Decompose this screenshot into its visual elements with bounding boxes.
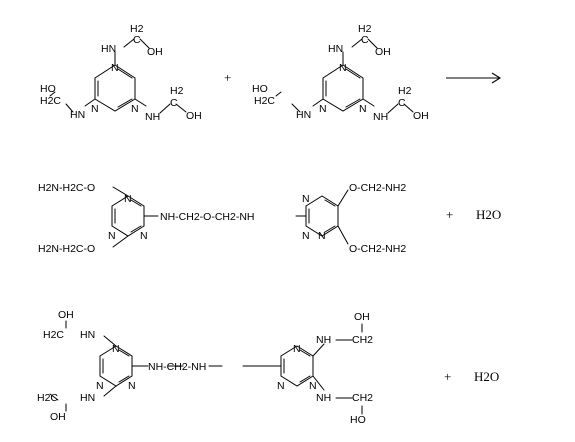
product-b-right-top-ch2: CH2 [352, 334, 373, 346]
reactant-1-hn-left: HN [70, 109, 85, 121]
reactant-1-nh-right: NH [145, 111, 160, 123]
reactant-1-ring-n-right: N [131, 103, 139, 115]
product-b-right-top-oh: OH [354, 311, 370, 323]
product-b-ring-n-1: N [112, 343, 120, 355]
product-b-right-top-nh: NH [316, 334, 331, 346]
reaction-arrow [446, 72, 502, 84]
product-b-molecule [49, 320, 363, 415]
product-b-bridge: NH-CH2-NH [148, 361, 206, 373]
reactant-2-oh-right: OH [413, 110, 429, 122]
product-b-left-bottom-h2c: H2C [37, 392, 58, 404]
reactant-1-ho-left: HO [40, 83, 56, 95]
product-b-left-top-oh: OH [58, 309, 74, 321]
reactant-2-oh-top: OH [375, 46, 391, 58]
product-b-right-bottom-nh: NH [316, 392, 331, 404]
reactant-2-h2-right: H2 [398, 85, 412, 97]
product-a-right-bottom-chain: O-CH2-NH2 [349, 243, 406, 255]
plus-sign-2: + [446, 207, 453, 222]
plus-sign-1: + [224, 70, 231, 85]
product-b-right-bottom-ch2: CH2 [352, 392, 373, 404]
product-b-ring-n-6: N [309, 380, 317, 392]
reactant-2-h2-top: H2 [358, 23, 372, 35]
plus-sign-3: + [444, 369, 451, 384]
reactant-1-c-right: C [170, 97, 178, 109]
reactant-2-c-right: C [398, 97, 406, 109]
product-a-ring-n-6: N [318, 230, 326, 242]
product-b-ring-n-2: N [96, 380, 104, 392]
product-a-ring-n-2: N [108, 230, 116, 242]
reactant-2-hn-left: HN [296, 109, 311, 121]
product-a-left-top-chain: H2N-H2C-O [38, 182, 95, 194]
product-a-ring-n-4: N [302, 193, 310, 205]
product-a-left-bottom-chain: H2N-H2C-O [38, 243, 95, 255]
product-a-bridge: NH-CH2-O-CH2-NH [160, 211, 255, 223]
reactant-2-hn-top: HN [328, 43, 343, 55]
reactant-2-c-top: C [361, 34, 369, 46]
water-1: H2O [476, 207, 501, 222]
reactant-1-ring-n-top: N [111, 62, 119, 74]
product-b-left-top-hn: HN [80, 329, 95, 341]
reactant-1-hn-top: HN [101, 43, 116, 55]
reactant-1-ring-n-left: N [91, 103, 99, 115]
reactant-2-ho-left: HO [252, 83, 268, 95]
product-a-molecule [111, 186, 349, 248]
reactant-1-oh-top: OH [147, 46, 163, 58]
reactant-1-c-top: C [133, 34, 141, 46]
reactant-1-molecule [49, 38, 187, 114]
product-a-ring-n-1: N [124, 193, 132, 205]
product-b-ring-n-4: N [293, 343, 301, 355]
reactant-2-h2c-left: H2C [254, 95, 275, 107]
reactant-1-oh-right: OH [186, 110, 202, 122]
reactant-2-ring-n-left: N [319, 103, 327, 115]
product-a-ring-n-3: N [140, 230, 148, 242]
product-b-ring-n-5: N [277, 380, 285, 392]
reactant-2-nh-right: NH [373, 111, 388, 123]
reactant-1-h2-top: H2 [130, 23, 144, 35]
reactant-2-ring-n-top: N [339, 62, 347, 74]
reactant-1-h2c-left: H2C [40, 95, 61, 107]
product-a-ring-n-5: N [302, 230, 310, 242]
reactant-2-molecule [275, 38, 414, 114]
product-b-left-top-h2c: H2C [43, 329, 64, 341]
product-b-left-bottom-hn: HN [80, 392, 95, 404]
reactant-2-ring-n-right: N [359, 103, 367, 115]
product-b-right-bottom-ho: HO [350, 414, 366, 426]
product-b-left-bottom-oh: OH [50, 411, 66, 423]
reactant-1-h2-right: H2 [170, 85, 184, 97]
product-a-right-top-chain: O-CH2-NH2 [349, 182, 406, 194]
product-b-ring-n-3: N [128, 380, 136, 392]
water-2: H2O [474, 369, 499, 384]
